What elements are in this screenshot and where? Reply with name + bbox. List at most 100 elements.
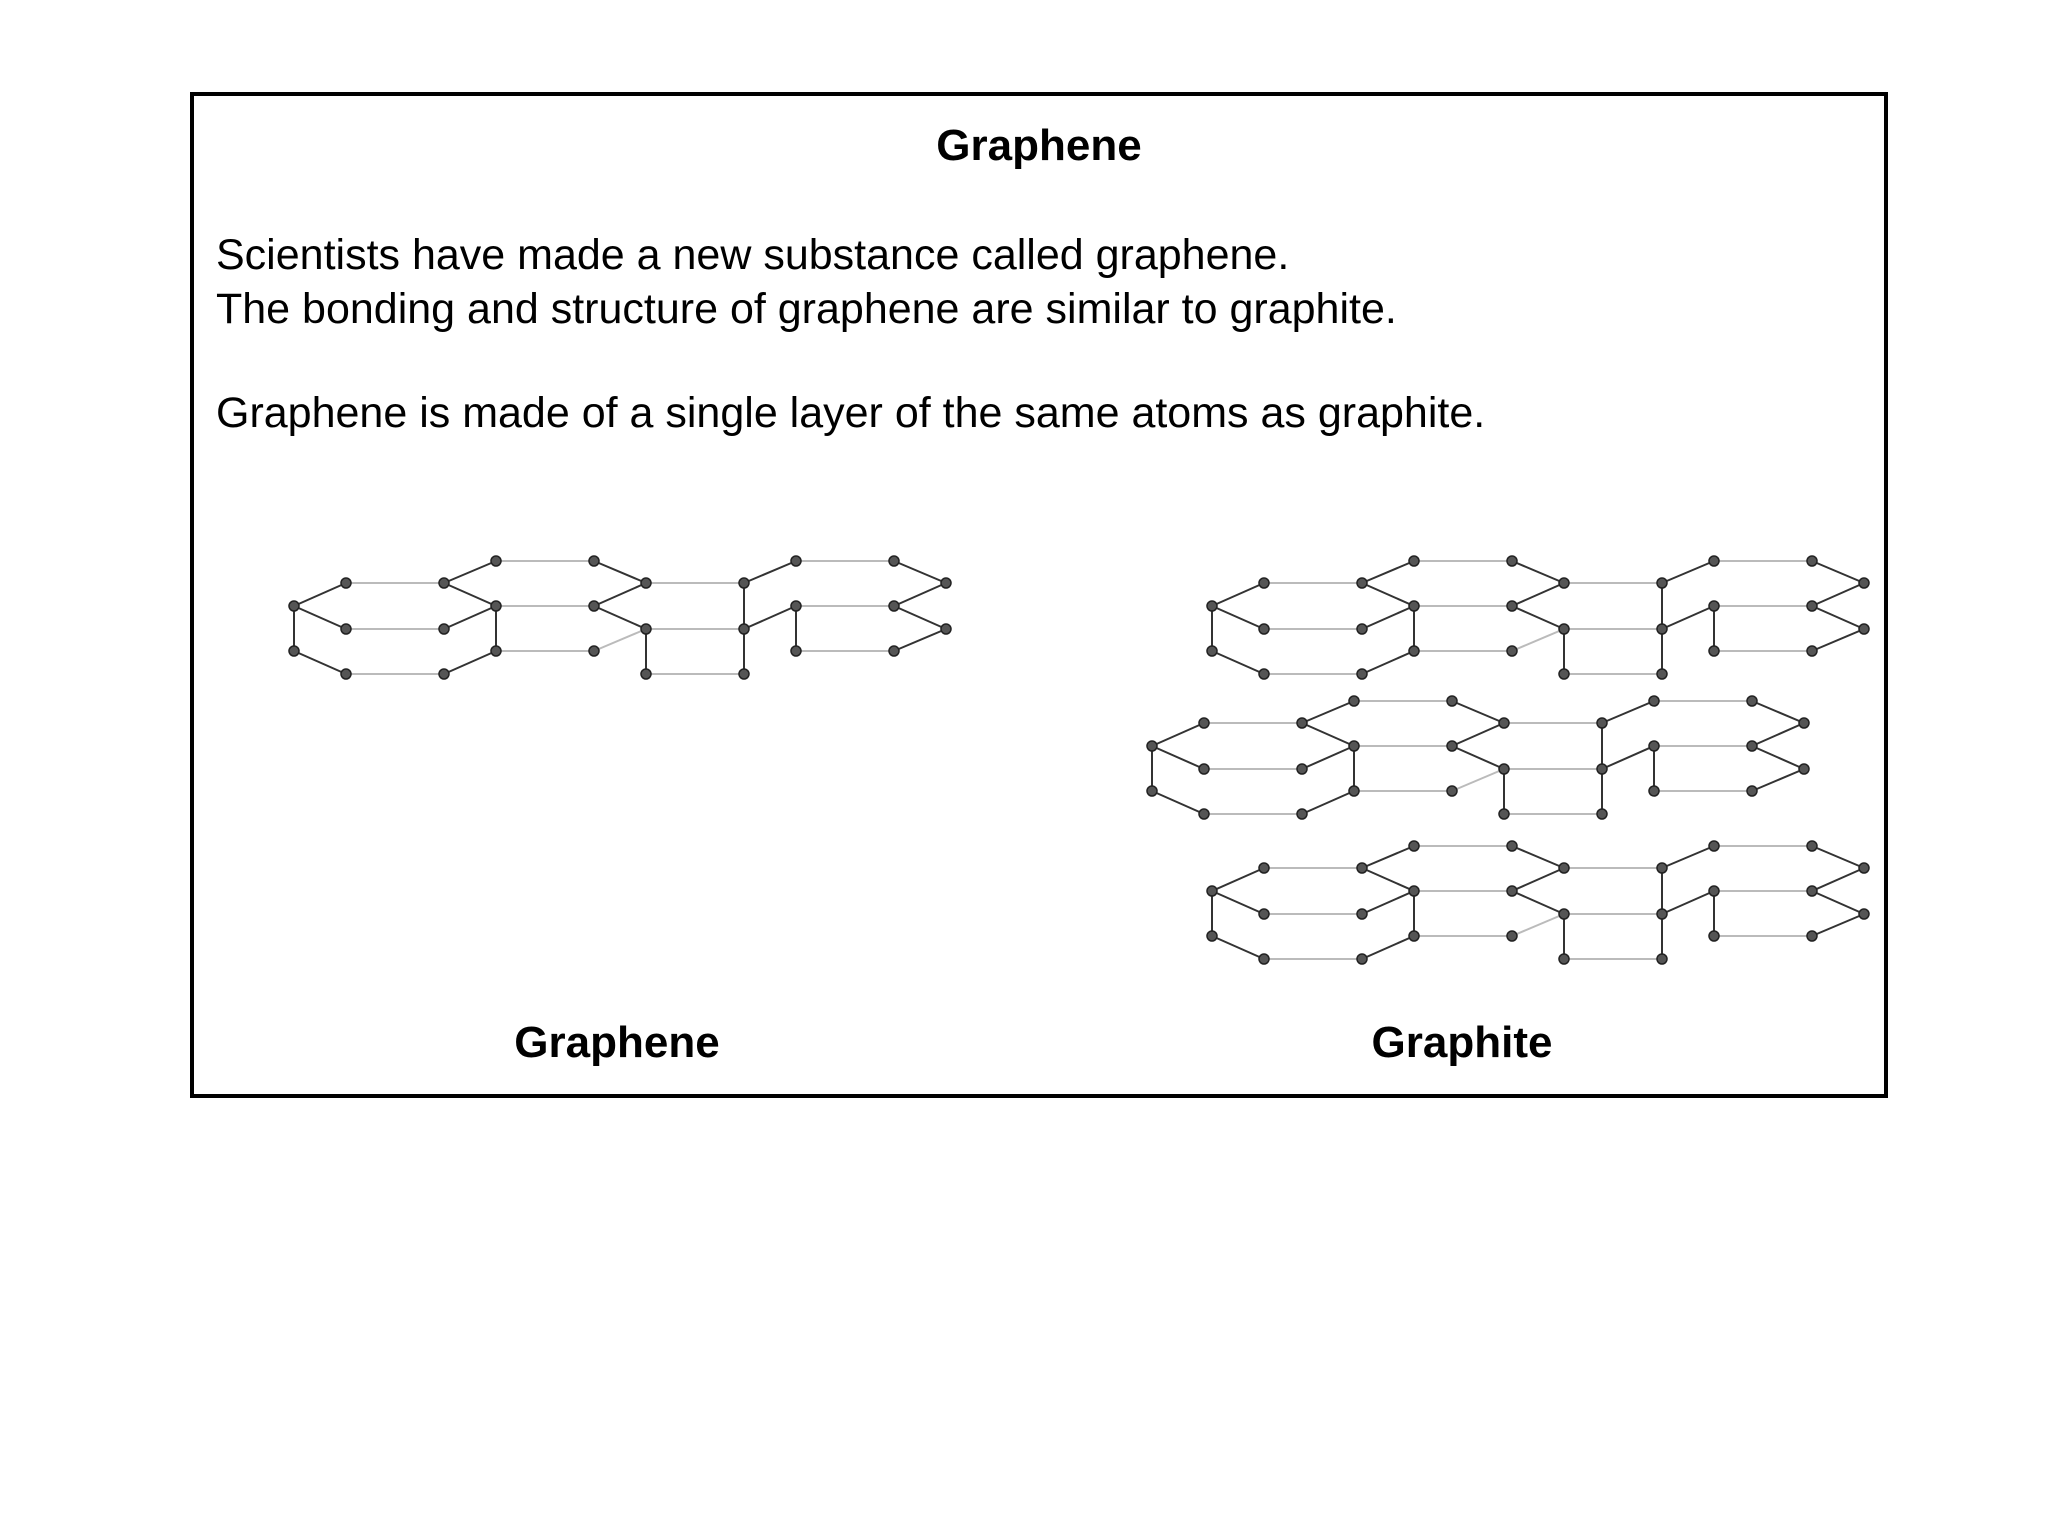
carbon-atom bbox=[1746, 740, 1758, 752]
carbon-atom bbox=[1206, 645, 1218, 657]
carbon-atom bbox=[1596, 763, 1608, 775]
carbon-atom bbox=[1648, 695, 1660, 707]
bond-line bbox=[1301, 745, 1355, 770]
carbon-atom bbox=[888, 645, 900, 657]
bond-line bbox=[1211, 935, 1265, 960]
bond-line bbox=[893, 582, 947, 607]
carbon-atom bbox=[1558, 668, 1570, 680]
carbon-atom bbox=[1558, 862, 1570, 874]
bond-line bbox=[1751, 768, 1805, 792]
carbon-atom bbox=[640, 623, 652, 635]
carbon-atom bbox=[1446, 740, 1458, 752]
bond-line bbox=[1451, 700, 1505, 724]
bond-line bbox=[593, 582, 647, 607]
carbon-atom bbox=[1858, 908, 1870, 920]
carbon-atom bbox=[1356, 577, 1368, 589]
carbon-atom bbox=[1408, 600, 1420, 612]
carbon-atom bbox=[1656, 908, 1668, 920]
paragraph-single-layer: Graphene is made of a single layer of th… bbox=[216, 389, 1486, 437]
carbon-atom bbox=[1498, 808, 1510, 820]
bond-line bbox=[1361, 890, 1415, 915]
carbon-atom bbox=[1708, 840, 1720, 852]
carbon-atom bbox=[1506, 840, 1518, 852]
bond-line bbox=[1811, 890, 1865, 915]
bond-line bbox=[1361, 650, 1415, 675]
graphene-layer bbox=[288, 555, 952, 680]
bond-line bbox=[1361, 582, 1415, 607]
carbon-atom bbox=[1446, 785, 1458, 797]
carbon-atom bbox=[438, 623, 450, 635]
carbon-atom bbox=[1296, 763, 1308, 775]
bond-line bbox=[1151, 745, 1205, 770]
carbon-atom bbox=[738, 623, 750, 635]
carbon-atom bbox=[288, 645, 300, 657]
carbon-atom bbox=[490, 600, 502, 612]
bond-line bbox=[293, 582, 347, 607]
bond-line bbox=[743, 605, 797, 630]
carbon-atom bbox=[1356, 668, 1368, 680]
bond-line bbox=[1601, 700, 1655, 724]
bond-line bbox=[1751, 722, 1805, 747]
carbon-atom bbox=[588, 645, 600, 657]
bond-line bbox=[1511, 890, 1565, 915]
carbon-atom bbox=[1356, 623, 1368, 635]
carbon-atom bbox=[1708, 600, 1720, 612]
carbon-atom bbox=[1506, 600, 1518, 612]
carbon-atom bbox=[1806, 645, 1818, 657]
carbon-atom bbox=[1296, 717, 1308, 729]
carbon-atom bbox=[1806, 840, 1818, 852]
bond-line bbox=[1211, 605, 1265, 630]
carbon-atom bbox=[1408, 930, 1420, 942]
carbon-atom bbox=[1708, 930, 1720, 942]
bond-line bbox=[1811, 605, 1865, 630]
carbon-atom bbox=[490, 555, 502, 567]
bond-line bbox=[1361, 845, 1415, 869]
box-title: Graphene bbox=[936, 121, 1142, 170]
carbon-atom bbox=[940, 577, 952, 589]
carbon-atom bbox=[1258, 862, 1270, 874]
carbon-atom bbox=[1408, 840, 1420, 852]
bond-line bbox=[443, 560, 497, 584]
bond-line bbox=[1301, 790, 1355, 815]
bond-line bbox=[1151, 722, 1205, 747]
bond-line bbox=[1361, 560, 1415, 584]
carbon-atom bbox=[1656, 668, 1668, 680]
carbon-atom bbox=[640, 668, 652, 680]
carbon-atom bbox=[1506, 555, 1518, 567]
carbon-atom bbox=[1348, 740, 1360, 752]
carbon-atom bbox=[1596, 717, 1608, 729]
carbon-atom bbox=[1258, 668, 1270, 680]
bond-line bbox=[293, 650, 347, 675]
caption-graphene: Graphene bbox=[514, 1018, 720, 1067]
carbon-atom bbox=[1206, 930, 1218, 942]
bond-line bbox=[1751, 700, 1805, 724]
carbon-atom bbox=[1446, 695, 1458, 707]
bond-line bbox=[1511, 605, 1565, 630]
carbon-atom bbox=[438, 668, 450, 680]
carbon-atom bbox=[1296, 808, 1308, 820]
bond-line bbox=[1811, 867, 1865, 892]
carbon-atom bbox=[1806, 600, 1818, 612]
carbon-atom bbox=[738, 577, 750, 589]
carbon-atom bbox=[790, 645, 802, 657]
bond-line bbox=[443, 605, 497, 630]
bond-line bbox=[1511, 913, 1565, 937]
bond-line bbox=[1361, 935, 1415, 960]
carbon-atom bbox=[490, 645, 502, 657]
carbon-atom bbox=[1356, 908, 1368, 920]
bond-line bbox=[1211, 867, 1265, 892]
carbon-atom bbox=[1408, 555, 1420, 567]
graphene-structure-diagram bbox=[288, 555, 952, 680]
carbon-atom bbox=[1146, 785, 1158, 797]
carbon-atom bbox=[1198, 717, 1210, 729]
carbon-atom bbox=[888, 600, 900, 612]
bond-line bbox=[1361, 867, 1415, 892]
carbon-atom bbox=[1356, 953, 1368, 965]
carbon-atom bbox=[1558, 908, 1570, 920]
bond-line bbox=[1661, 890, 1715, 915]
carbon-atom bbox=[1746, 785, 1758, 797]
bond-line bbox=[1811, 582, 1865, 607]
carbon-atom bbox=[1656, 577, 1668, 589]
carbon-atom bbox=[1198, 808, 1210, 820]
carbon-atom bbox=[1258, 953, 1270, 965]
